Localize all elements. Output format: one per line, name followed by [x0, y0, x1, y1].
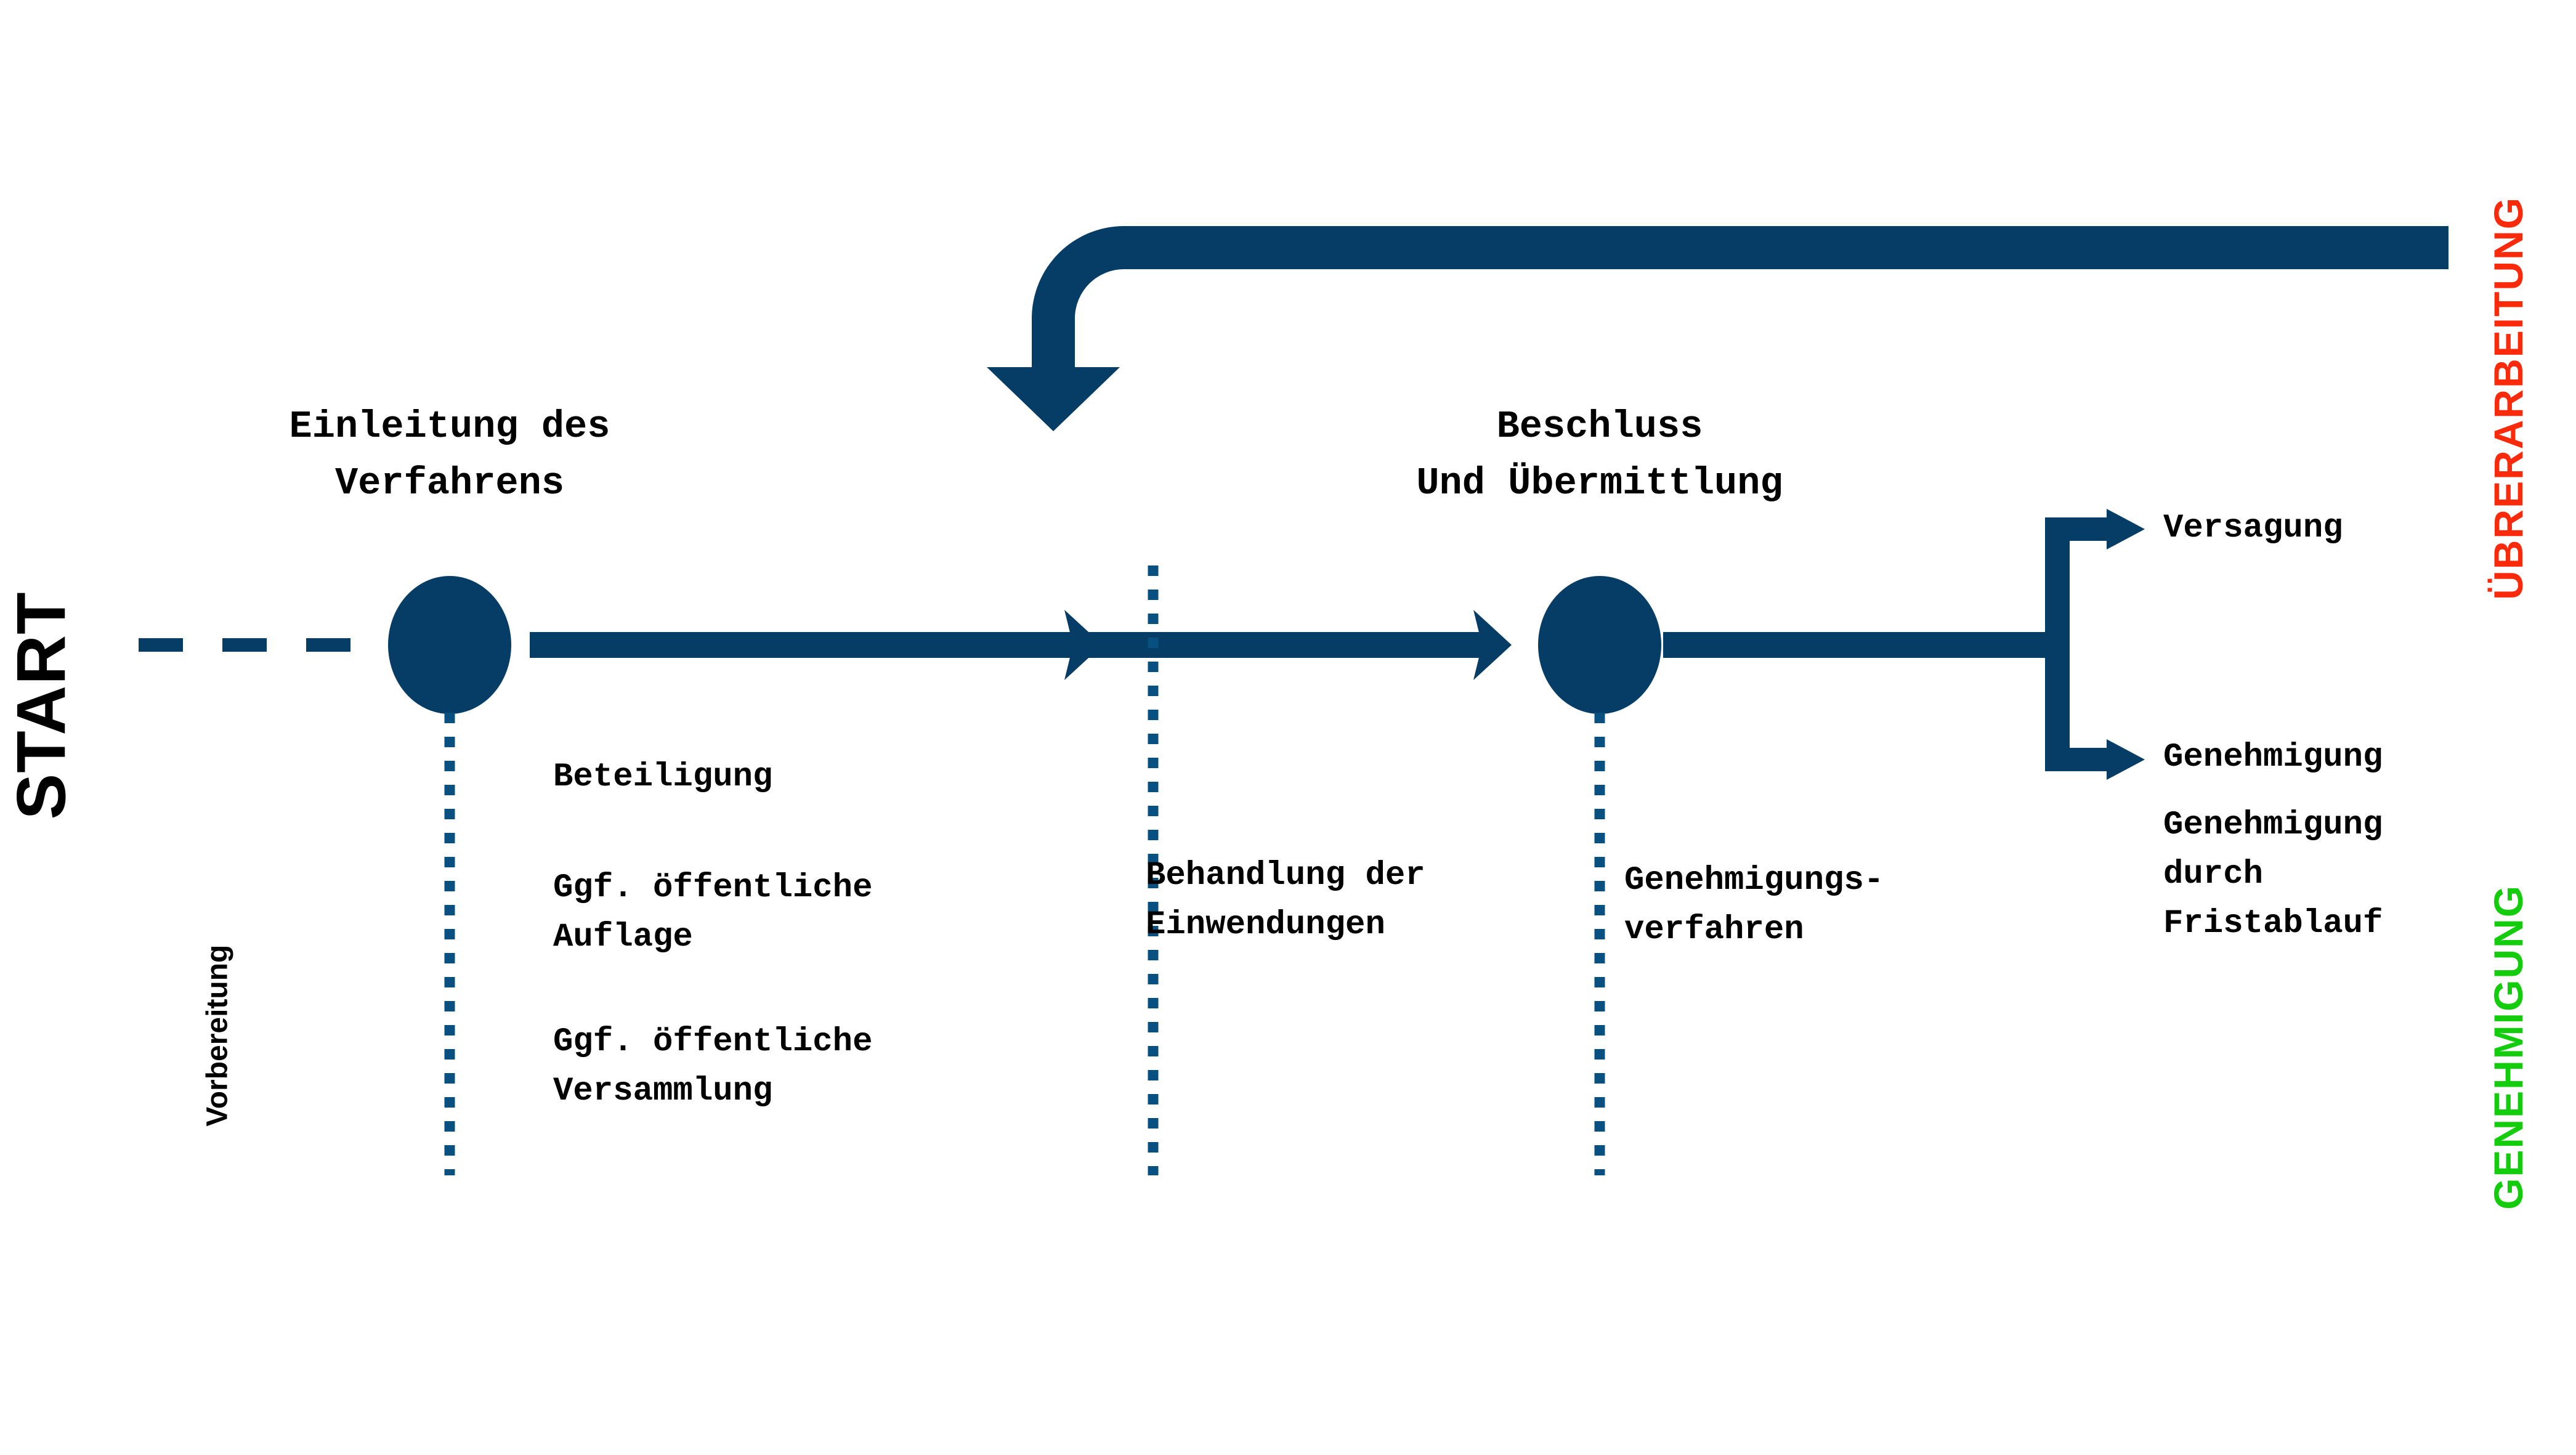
branch-genehmigung-shaft	[2045, 748, 2113, 771]
phase-title-einleitung-line1: Einleitung des	[289, 405, 610, 448]
decision-fork-riser	[2045, 517, 2070, 771]
lane-label-auflage-line2: Auflage	[553, 918, 693, 956]
timeline-midpoint-arrowhead	[1064, 610, 1103, 680]
lane-label-beteiligung: Beteiligung	[553, 758, 773, 796]
lane-label-einwendungen-line1: Behandlung der	[1146, 857, 1425, 894]
phase-title-beschluss-line1: Beschluss	[1496, 405, 1703, 448]
outcome-note-fristablauf-line1: Genehmigung	[2163, 806, 2383, 844]
outcome-label-versagung: Versagung	[2163, 509, 2343, 547]
timeline-shaft-segment-2	[1663, 632, 2057, 658]
branch-versagung-shaft	[2045, 517, 2113, 541]
timeline-shaft-segment-1	[530, 632, 1497, 658]
lane-label-versammlung-line1: Ggf. öffentliche	[553, 1023, 873, 1061]
lane-label-genehmigungsverfahren-line2: verfahren	[1624, 911, 1804, 949]
revision-feedback-arrow	[987, 226, 2448, 431]
lane-label-auflage-line1: Ggf. öffentliche	[553, 869, 873, 907]
branch-genehmigung-arrowhead	[2107, 739, 2145, 780]
phase-title-beschluss-line2: Und Übermittlung	[1416, 461, 1783, 505]
start-label: START	[2, 591, 80, 820]
node-beschluss-circle[interactable]	[1538, 576, 1661, 714]
lane-label-genehmigungsverfahren-line1: Genehmigungs-	[1624, 862, 1884, 899]
side-marker-ueberarbeitung: ÜBRERARBEITUNG	[2485, 196, 2532, 600]
timeline-arrowhead-to-beschluss	[1473, 610, 1512, 680]
outcome-note-fristablauf-line2: durch	[2163, 856, 2264, 893]
phase-title-einleitung-line2: Verfahrens	[334, 461, 565, 505]
lane-label-vorbereitung: Vorbereitung	[201, 944, 234, 1127]
outcome-label-genehmigung: Genehmigung	[2163, 739, 2383, 776]
side-marker-genehmigung: GENEHMIGUNG	[2485, 884, 2532, 1210]
node-einleitung-circle[interactable]	[388, 576, 511, 714]
outcome-note-fristablauf-line3: Fristablauf	[2163, 905, 2383, 942]
branch-versagung-arrowhead	[2107, 509, 2145, 549]
lane-label-einwendungen-line2: Einwendungen	[1146, 906, 1385, 944]
lane-label-versammlung-line2: Versammlung	[553, 1072, 773, 1110]
